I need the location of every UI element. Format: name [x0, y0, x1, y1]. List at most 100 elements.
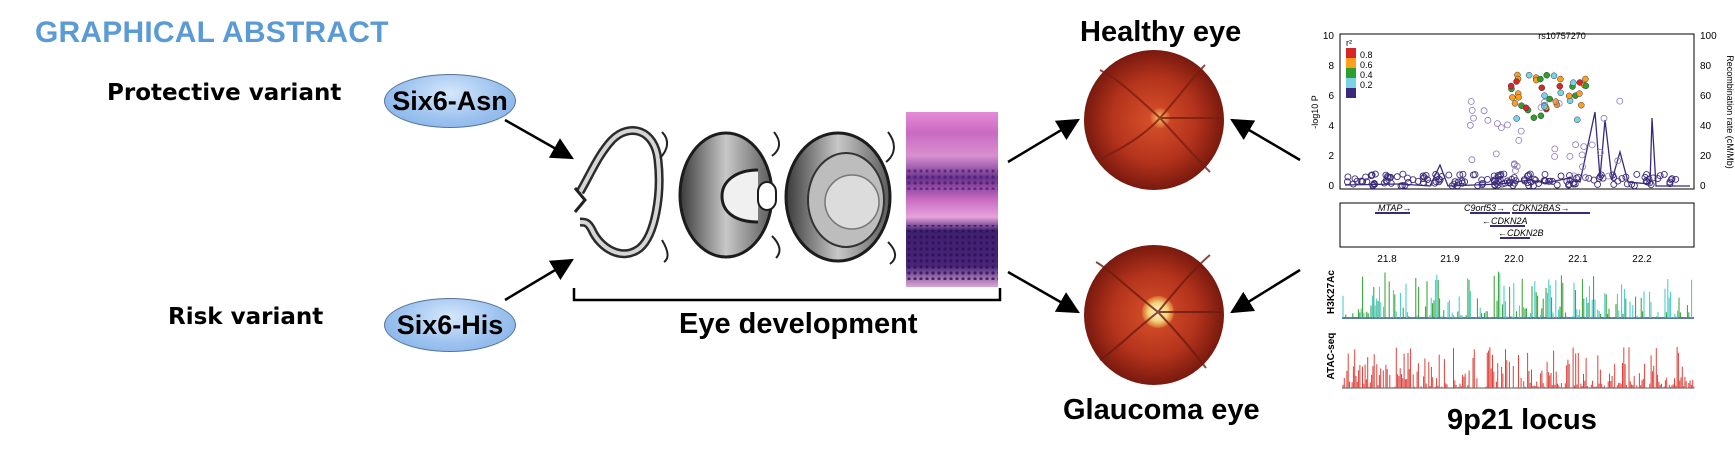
association-point	[1580, 143, 1588, 151]
association-point	[1553, 181, 1561, 189]
association-point	[1600, 114, 1608, 122]
gene-label: ←CDKN2A	[1482, 216, 1528, 226]
y-tick-right: 80	[1700, 61, 1712, 72]
protective-variant-label: Protective variant	[107, 80, 342, 106]
association-point	[1660, 170, 1668, 178]
legend-title: r²	[1346, 38, 1352, 48]
association-point	[1668, 175, 1676, 183]
association-point	[1543, 71, 1550, 79]
association-point	[1458, 179, 1466, 187]
association-point	[1643, 178, 1651, 186]
six6-his-allele: Six6-His	[384, 298, 516, 352]
association-point	[1492, 150, 1500, 158]
y-tick-right: 0	[1700, 181, 1706, 192]
association-point	[1517, 127, 1525, 135]
association-point	[1541, 170, 1549, 178]
association-point	[1431, 179, 1439, 187]
glaucoma-eye-label: Glaucoma eye	[1063, 394, 1260, 426]
association-point	[1649, 174, 1657, 182]
graphical-abstract-title: GRAPHICAL ABSTRACT	[35, 16, 389, 49]
association-point	[1537, 104, 1545, 111]
association-point	[1505, 178, 1513, 186]
association-point	[1618, 175, 1626, 183]
association-point	[1578, 151, 1586, 159]
association-point	[1525, 181, 1533, 189]
association-point	[1667, 176, 1675, 184]
optic-cup-stage-3-icon	[784, 131, 896, 265]
association-point	[1537, 75, 1544, 83]
association-point	[1343, 178, 1351, 186]
association-point	[1596, 173, 1604, 181]
association-point	[1362, 173, 1370, 181]
association-point	[1622, 173, 1630, 181]
arrow-development-to-healthy	[1007, 118, 1080, 164]
y-tick-left: 8	[1328, 61, 1334, 72]
association-point	[1550, 72, 1558, 80]
x-tick: 22.0	[1504, 254, 1524, 265]
association-point	[1494, 120, 1501, 127]
optic-cup-stage-1-icon	[573, 126, 669, 263]
association-point	[1643, 171, 1650, 179]
association-point	[1507, 82, 1515, 90]
association-point	[1515, 136, 1523, 144]
association-point	[1435, 178, 1443, 186]
association-point	[1530, 114, 1538, 121]
association-point	[1596, 148, 1604, 156]
arrow-his-to-development	[504, 258, 574, 302]
h3k27ac-label: H3K27Ac	[1326, 270, 1337, 314]
association-point	[1630, 182, 1638, 190]
association-point	[1654, 175, 1662, 183]
association-point	[1399, 170, 1407, 178]
risk-variant-label: Risk variant	[168, 304, 324, 330]
association-point	[1448, 182, 1456, 190]
association-point	[1513, 115, 1520, 122]
association-point	[1525, 71, 1533, 79]
association-point	[1551, 153, 1558, 160]
association-point	[1616, 97, 1624, 105]
legend-entry: 0.8	[1360, 50, 1373, 60]
association-point	[1530, 175, 1538, 183]
y-tick-right: 60	[1700, 91, 1712, 102]
retina-histology-image	[906, 112, 998, 287]
atac-seq-track: ATAC-seq	[1326, 333, 1695, 389]
optic-cup-stage-2-icon	[678, 131, 781, 259]
association-point	[1470, 114, 1477, 122]
association-point	[1513, 78, 1520, 85]
association-point	[1450, 180, 1458, 188]
association-point	[1515, 94, 1522, 101]
association-point	[1468, 156, 1476, 164]
association-point	[1383, 177, 1391, 185]
healthy-eye-fundus-image	[1084, 50, 1224, 190]
association-point	[1552, 98, 1560, 105]
gene-label: MTAP→	[1378, 203, 1411, 213]
association-point	[1551, 145, 1559, 153]
association-point	[1466, 121, 1474, 129]
association-point	[1393, 173, 1401, 181]
association-point	[1672, 175, 1680, 183]
association-point	[1419, 175, 1427, 182]
association-points	[1343, 71, 1680, 190]
association-point	[1468, 107, 1476, 114]
association-point	[1614, 157, 1622, 165]
association-point	[1574, 173, 1582, 181]
association-point	[1538, 84, 1546, 92]
association-point	[1623, 180, 1631, 188]
association-point	[1496, 172, 1504, 179]
association-point	[1565, 92, 1573, 100]
association-point	[1509, 94, 1516, 101]
association-point	[1432, 171, 1440, 178]
association-point	[1571, 180, 1579, 188]
association-point	[1541, 92, 1548, 99]
association-point	[1610, 180, 1618, 188]
association-point	[1363, 178, 1371, 186]
association-point	[1597, 171, 1605, 179]
association-point	[1498, 180, 1506, 188]
association-point	[1456, 171, 1464, 179]
association-point	[1454, 178, 1462, 186]
association-point	[1520, 176, 1528, 184]
gene-track: MTAP→ C9orf53→ CDKN2BAS→ ←CDKN2A ←CDKN2B…	[1339, 202, 1695, 265]
gene-label: CDKN2BAS→	[1512, 203, 1570, 213]
association-point	[1525, 171, 1533, 179]
association-point	[1522, 104, 1530, 112]
association-point	[1545, 177, 1553, 185]
